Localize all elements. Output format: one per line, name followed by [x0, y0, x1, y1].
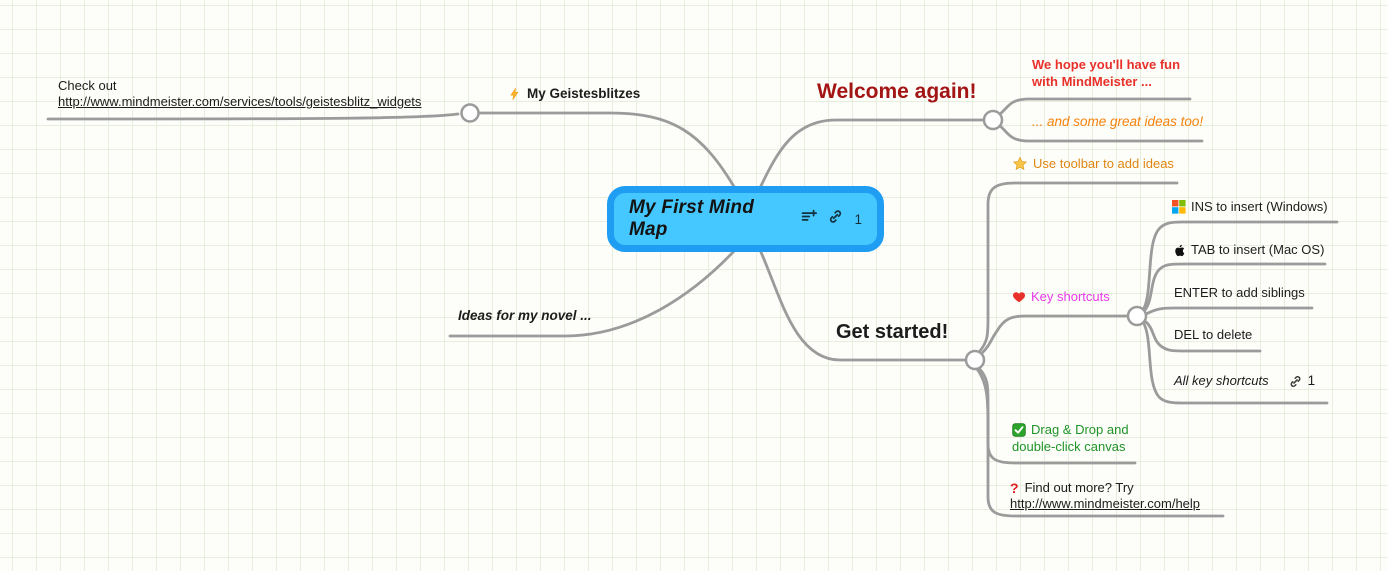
key-shortcuts-label: Key shortcuts: [1031, 289, 1110, 304]
we-hope-line2: with MindMeister ...: [1032, 74, 1152, 89]
branch-line-welcome: [758, 118, 986, 190]
tab-label: TAB to insert (Mac OS): [1191, 242, 1325, 257]
drag-drop-line2: double-click canvas: [1012, 439, 1126, 454]
checkout-link[interactable]: http://www.mindmeister.com/services/tool…: [58, 94, 422, 109]
branch-line-get-started: [758, 248, 968, 362]
great-ideas-label: ... and some great ideas too!: [1032, 114, 1204, 129]
notes-icon[interactable]: [800, 208, 818, 230]
drag-drop-line1: Drag & Drop and: [1031, 422, 1129, 437]
check-icon: [1012, 422, 1026, 437]
branch-line-find-out: [975, 367, 1225, 518]
get-started-label: Get started!: [836, 321, 949, 343]
collapse-toggle-key-shortcuts[interactable]: [1126, 305, 1148, 327]
root-link-count[interactable]: 1: [854, 211, 862, 227]
we-hope-line1: We hope you'll have fun: [1032, 57, 1181, 72]
node-novel[interactable]: Ideas for my novel ...: [458, 308, 592, 324]
question-icon: ?: [1010, 480, 1019, 496]
branch-line-key-shortcuts: [979, 314, 1130, 356]
branch-line-geistesblitzes: [477, 111, 738, 192]
node-del[interactable]: DEL to delete: [1174, 327, 1252, 343]
enter-label: ENTER to add siblings: [1174, 285, 1305, 300]
branch-line-checkout: [46, 112, 460, 121]
apple-icon: [1172, 243, 1186, 257]
use-toolbar-label: Use toolbar to add ideas: [1033, 156, 1174, 171]
branch-line-ins: [1141, 220, 1339, 312]
branch-line-novel: [448, 247, 738, 338]
node-geistesblitzes[interactable]: My Geistesblitzes: [508, 86, 640, 102]
branch-line-del: [1143, 319, 1262, 353]
lightning-icon: [508, 87, 522, 101]
node-welcome[interactable]: Welcome again!: [817, 80, 977, 104]
node-ins[interactable]: INS to insert (Windows): [1172, 199, 1328, 215]
find-out-line1: Find out more? Try: [1024, 480, 1134, 495]
node-get-started[interactable]: Get started!: [836, 320, 948, 344]
node-we-hope[interactable]: We hope you'll have fun with MindMeister…: [1032, 56, 1180, 90]
star-icon: [1012, 156, 1028, 172]
collapse-toggle-geistesblitzes[interactable]: [460, 103, 480, 123]
all-shortcuts-label: All key shortcuts: [1174, 373, 1269, 388]
branch-line-tab: [1142, 262, 1327, 313]
branch-line-all-shortcuts: [1141, 320, 1329, 405]
node-find-out[interactable]: ? Find out more? Try http://www.mindmeis…: [1010, 480, 1200, 512]
ins-label: INS to insert (Windows): [1191, 199, 1328, 214]
heart-icon: [1012, 290, 1026, 304]
node-tab[interactable]: TAB to insert (Mac OS): [1172, 242, 1324, 258]
collapse-toggle-get-started[interactable]: [964, 349, 986, 371]
node-use-toolbar[interactable]: Use toolbar to add ideas: [1012, 156, 1174, 172]
node-all-shortcuts[interactable]: All key shortcuts 1: [1174, 373, 1315, 389]
del-label: DEL to delete: [1174, 327, 1253, 342]
novel-label: Ideas for my novel ...: [458, 308, 592, 323]
branch-line-use-toolbar: [977, 181, 1179, 354]
root-node-title: My First Mind Map: [629, 197, 755, 240]
geistesblitzes-label: My Geistesblitzes: [527, 86, 641, 101]
branch-line-great-ideas: [998, 124, 1204, 143]
branch-line-enter: [1144, 306, 1314, 316]
branch-line-we-hope: [998, 97, 1192, 116]
root-node[interactable]: My First Mind Map 1: [607, 186, 884, 252]
collapse-toggle-welcome[interactable]: [982, 109, 1004, 131]
node-key-shortcuts[interactable]: Key shortcuts: [1012, 289, 1110, 305]
welcome-label: Welcome again!: [817, 80, 977, 103]
link-icon[interactable]: [1288, 374, 1303, 389]
find-out-link[interactable]: http://www.mindmeister.com/help: [1010, 496, 1201, 511]
node-checkout[interactable]: Check out http://www.mindmeister.com/ser…: [58, 78, 421, 110]
all-shortcuts-link-count[interactable]: 1: [1307, 373, 1316, 388]
link-icon[interactable]: [827, 208, 844, 230]
node-enter[interactable]: ENTER to add siblings: [1174, 285, 1305, 301]
node-great-ideas[interactable]: ... and some great ideas too!: [1032, 114, 1203, 130]
node-drag-drop[interactable]: Drag & Drop and double-click canvas: [1012, 421, 1129, 455]
windows-icon: [1172, 200, 1186, 214]
checkout-text: Check out: [58, 78, 117, 93]
